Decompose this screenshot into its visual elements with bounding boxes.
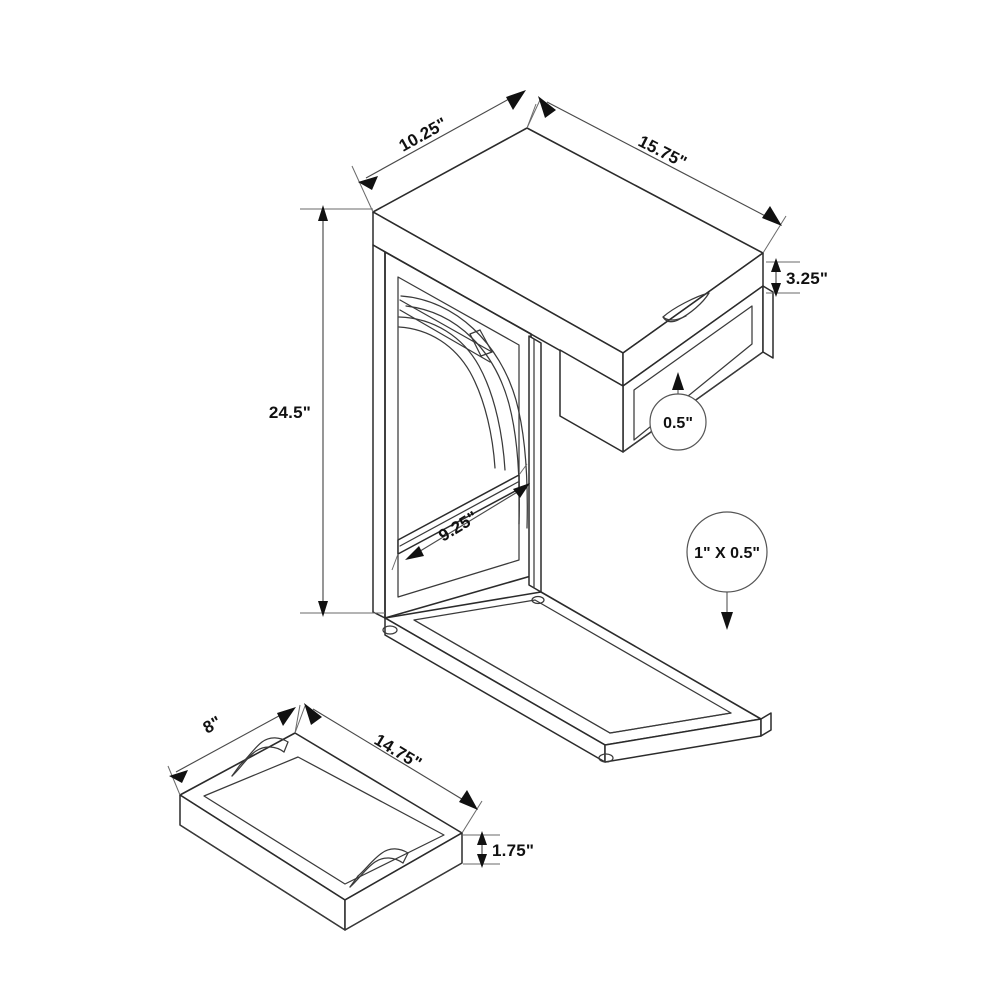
tray-scallop-back-inner-icon: [231, 746, 285, 777]
ext-tray-depth-right: [294, 704, 301, 734]
drawer-right-return: [762, 285, 774, 359]
foot-glide-back-left: [382, 625, 398, 635]
arrow-tray-depth-right-icon: [277, 707, 296, 726]
ext-tray-depth-left: [167, 765, 181, 796]
callout-label-thickness: 0.5": [663, 415, 693, 432]
dimline-width: [546, 101, 774, 221]
dimline-panel-width: [411, 487, 525, 557]
arrow-tray-height-up-icon: [477, 831, 487, 845]
dimline-depth: [365, 93, 519, 179]
table-top: [372, 127, 764, 387]
dimension-label-depth: 10.25": [396, 114, 451, 156]
tray-scallop-back-icon: [239, 737, 289, 766]
serving-tray-assembly: [179, 732, 463, 931]
panel-arc-mid: [398, 316, 506, 471]
panel-rib-connector-top: [469, 329, 481, 335]
arrow-callout-profile-icon: [721, 612, 733, 630]
arrow-depth-left-icon: [358, 176, 378, 190]
arrow-width-left-icon: [538, 96, 556, 118]
drawer-left-return: [559, 349, 624, 453]
callout-label-profile: 1" X 0.5": [694, 545, 760, 562]
base-frame: [382, 591, 772, 763]
panel-inner-opening: [397, 276, 520, 598]
panel-rib-connector-bottom: [480, 351, 493, 357]
tray-bottom-edge: [179, 824, 463, 931]
panel-rib-connector-a: [479, 329, 493, 353]
panel-rib-diagonal-a: [399, 299, 493, 353]
tray-scallop-front-inner-icon: [349, 857, 404, 888]
callout-panel-thickness: 0.5": [649, 372, 707, 451]
drawer-front-inset: [633, 305, 753, 441]
arrow-drawer-up-icon: [771, 258, 781, 272]
arrow-callout-thickness-icon: [672, 372, 684, 390]
dimension-label-drawer-height: 3.25": [786, 269, 828, 288]
ext-depth-left: [351, 165, 374, 213]
arrow-height-down-icon: [318, 601, 328, 617]
tray-scallop-front-edge-a: [349, 875, 359, 888]
arrow-depth-right-icon: [506, 90, 526, 110]
ext-width-right: [762, 215, 787, 254]
tray-inner-well: [203, 756, 445, 885]
callout-frame-profile: 1" X 0.5": [686, 511, 768, 630]
ext-panel-left: [391, 553, 399, 571]
tray-scallop-front-edge-b: [402, 852, 409, 864]
tray-scallop-front-icon: [357, 848, 409, 877]
dimension-label-tray-width: 14.75": [371, 730, 425, 773]
drawer-pull-icon[interactable]: [662, 292, 710, 323]
base-inner-crease-right: [609, 712, 732, 734]
ext-tray-width-left: [294, 705, 306, 734]
decorative-side-panel: [372, 244, 532, 619]
foot-glide-back-right: [531, 595, 545, 605]
ext-panel-right: [518, 463, 528, 476]
dimline-tray-width: [312, 708, 471, 805]
right-support-post: [528, 335, 542, 593]
callout-bubble-profile: [686, 511, 768, 593]
arrow-tray-height-down-icon: [477, 854, 487, 868]
dimension-overall-height: 24.5": [269, 205, 385, 617]
tray-scallop-back-edge-a: [231, 764, 241, 777]
arrow-panel-right-icon: [513, 483, 530, 498]
arrow-tray-depth-left-icon: [169, 770, 188, 783]
arrow-height-up-icon: [318, 205, 328, 221]
dimension-label-tray-depth: 8": [200, 712, 225, 737]
base-right-endcap: [760, 712, 772, 737]
panel-lower-rail-crease: [399, 481, 519, 547]
panel-rib-diagonal-b: [399, 309, 491, 363]
arrow-tray-width-left-icon: [304, 703, 322, 725]
arrow-width-right-icon: [762, 206, 782, 226]
dimension-label-tray-height: 1.75": [492, 841, 534, 860]
foot-glide-front: [598, 753, 614, 763]
panel-left-post: [372, 244, 386, 619]
base-inner-crease-left: [413, 619, 611, 734]
arrow-drawer-down-icon: [771, 283, 781, 297]
dimension-label-overall-height: 24.5": [269, 403, 311, 422]
drawer-pull-shadow-icon: [662, 315, 687, 321]
panel-arc-mid-inner: [398, 326, 496, 469]
dimline-tray-depth: [175, 710, 289, 773]
arrow-panel-left-icon: [405, 546, 424, 560]
ext-tray-width-right: [461, 800, 483, 834]
dimension-drawer-height: 3.25": [766, 258, 828, 297]
right-post-face: [528, 335, 542, 593]
ext-width-left: [526, 99, 541, 129]
dimension-label-width: 15.75": [635, 132, 690, 172]
tray-scallop-back-edge-b: [283, 741, 289, 753]
callout-bubble-thickness: [649, 393, 707, 451]
dimension-tray-height: 1.75": [463, 831, 534, 868]
panel-rib-connector-b: [469, 333, 482, 357]
main-table-assembly: [372, 127, 774, 763]
arrow-tray-width-right-icon: [459, 790, 478, 810]
